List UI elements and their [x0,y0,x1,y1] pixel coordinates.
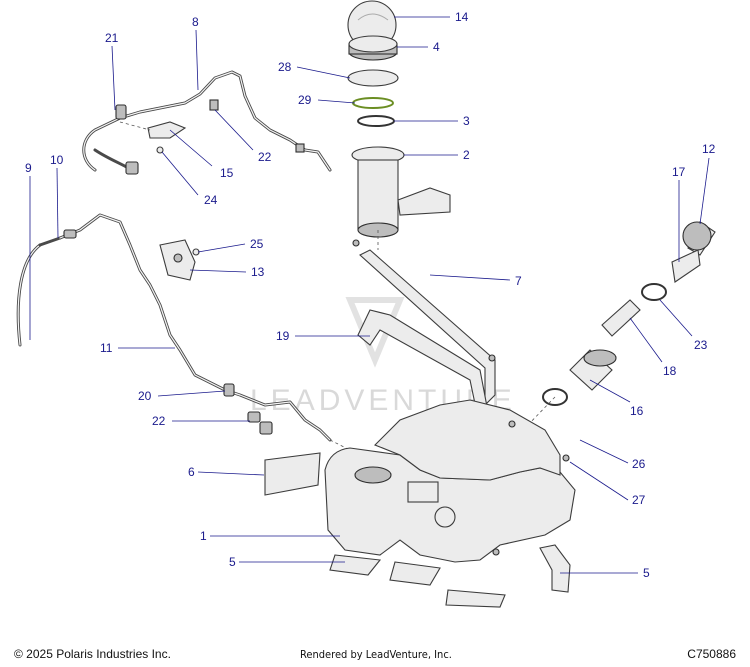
callout-29: 29 [298,93,312,107]
fuel-line-11 [58,213,421,486]
callout-28: 28 [278,60,292,74]
callout-11: 11 [100,341,113,355]
callout-22-lower: 22 [152,414,166,428]
leader-lines [29,16,710,574]
callout-1: 1 [200,529,207,543]
callout-12: 12 [702,142,716,156]
diagram-code: C750886 [687,647,736,661]
fuel-pump-module [351,146,451,250]
callout-13: 13 [251,265,265,279]
callout-10: 10 [50,153,64,167]
fuel-cap-assembly [347,0,399,127]
upper-fuel-line [82,70,332,175]
callout-15: 15 [220,166,234,180]
callout-9: 9 [25,161,32,175]
bracket-13 [159,239,200,281]
callout-27: 27 [632,493,646,507]
callout-7: 7 [515,274,522,288]
tank-straps [352,239,496,419]
callout-8: 8 [192,15,199,29]
callout-21: 21 [105,31,119,45]
callout-16: 16 [630,404,644,418]
fuel-tank [324,399,576,563]
callout-6: 6 [188,465,195,479]
filler-neck-assembly [464,221,716,491]
callout-2: 2 [463,148,470,162]
callout-23: 23 [694,338,708,352]
callout-26: 26 [632,457,646,471]
heat-shields [264,452,571,608]
callout-5-left: 5 [229,555,236,569]
callout-25: 25 [250,237,264,251]
callout-19: 19 [276,329,290,343]
vent-line-9 [16,236,62,347]
callout-4: 4 [433,40,440,54]
callouts: 14 4 28 29 3 2 21 8 22 15 24 9 10 25 13 … [25,10,716,580]
callout-3: 3 [463,114,470,128]
callout-22-upper: 22 [258,150,272,164]
callout-24: 24 [204,193,218,207]
callout-18: 18 [663,364,677,378]
callout-14: 14 [455,10,469,24]
copyright-text: © 2025 Polaris Industries Inc. [14,647,171,661]
callout-17: 17 [672,165,686,179]
callout-20: 20 [138,389,152,403]
rendered-by-text: Rendered by LeadVenture, Inc. [300,648,452,661]
callout-5-right: 5 [643,566,650,580]
